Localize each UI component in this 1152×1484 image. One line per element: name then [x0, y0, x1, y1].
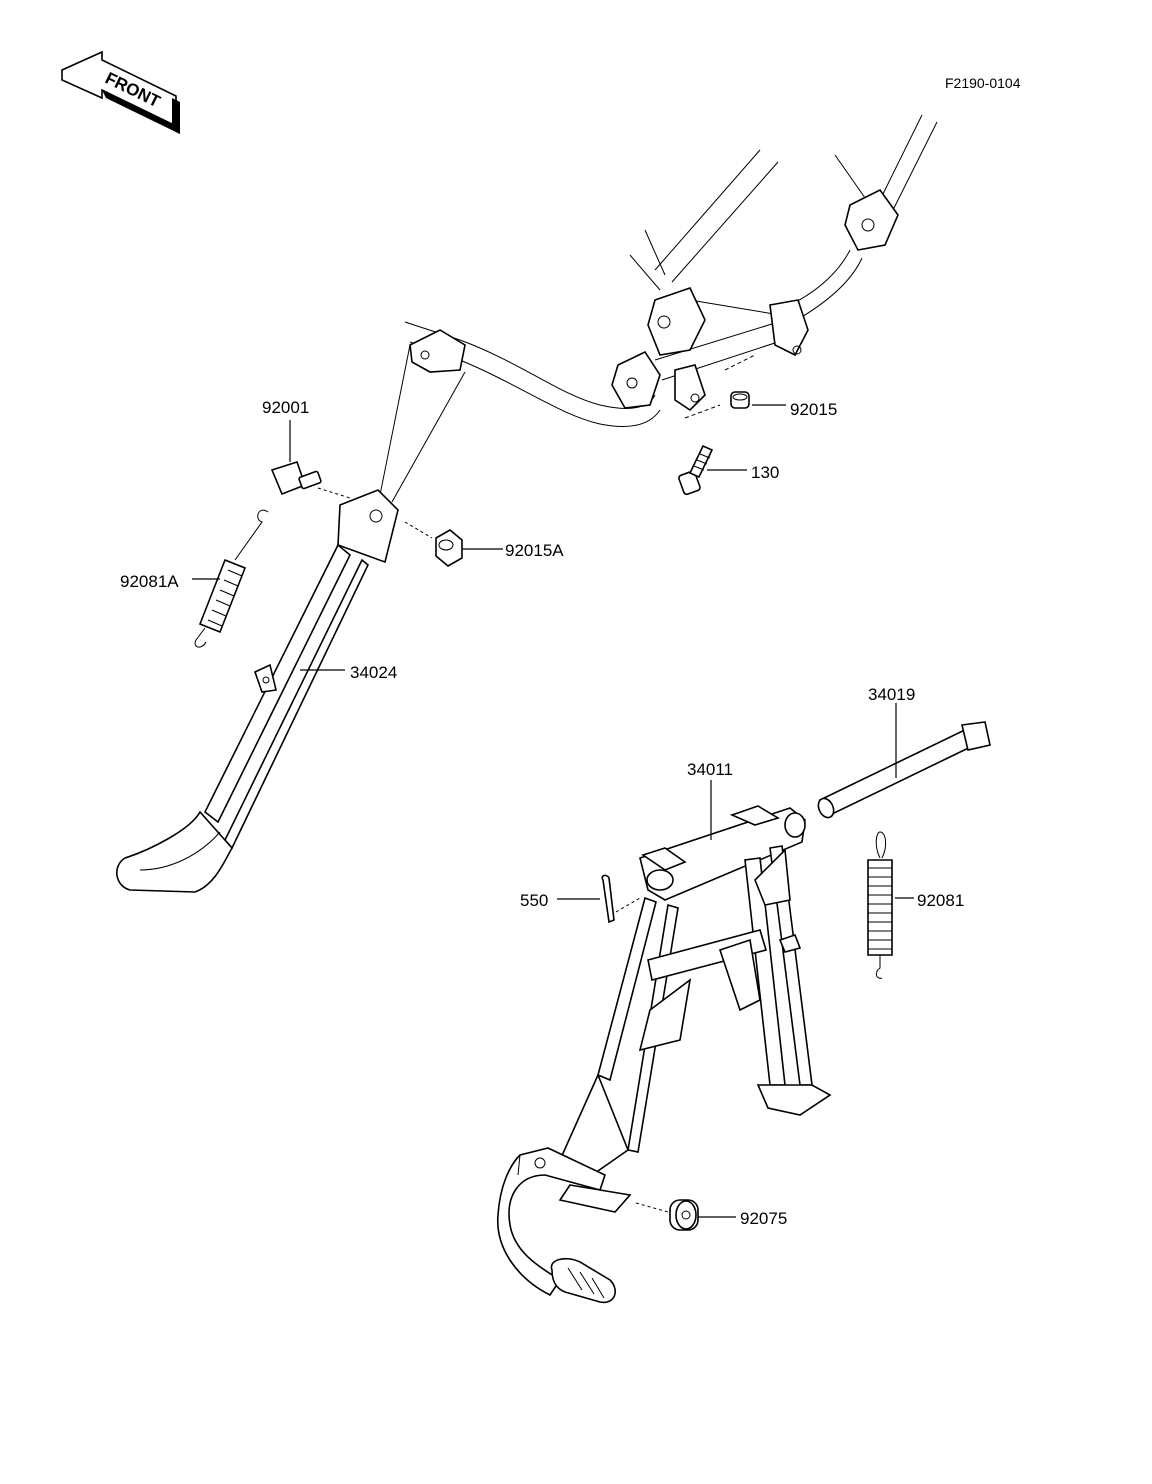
callout-92081A: 92081A [120, 572, 179, 591]
nut-92015 [730, 391, 750, 409]
cotter-pin-550 [601, 874, 641, 924]
callout-130: 130 [751, 463, 779, 482]
callout-92015: 92015 [790, 400, 837, 419]
center-stand-34011 [497, 805, 832, 1304]
side-stand-34024 [116, 344, 466, 893]
callout-92081: 92081 [917, 891, 964, 910]
nut-92015A [404, 521, 463, 567]
callout-550: 550 [520, 891, 548, 910]
drawing-reference: F2190-0104 [945, 75, 1021, 91]
spring-92081A [194, 509, 269, 648]
frame-tubes [404, 114, 938, 427]
bolt-92001 [270, 461, 351, 499]
callout-92075: 92075 [740, 1209, 787, 1228]
shaft-34019 [817, 721, 991, 819]
callout-34011: 34011 [687, 760, 733, 779]
callout-34019: 34019 [868, 685, 915, 704]
callout-34024: 34024 [350, 663, 397, 682]
bolt-130 [678, 444, 714, 496]
callout-92001: 92001 [262, 398, 309, 417]
spring-92081 [867, 831, 893, 979]
callout-92015A: 92015A [505, 541, 564, 560]
leader-lines [192, 404, 914, 1218]
roller-92075 [635, 1199, 699, 1231]
front-arrow-icon: FRONT [61, 50, 180, 134]
